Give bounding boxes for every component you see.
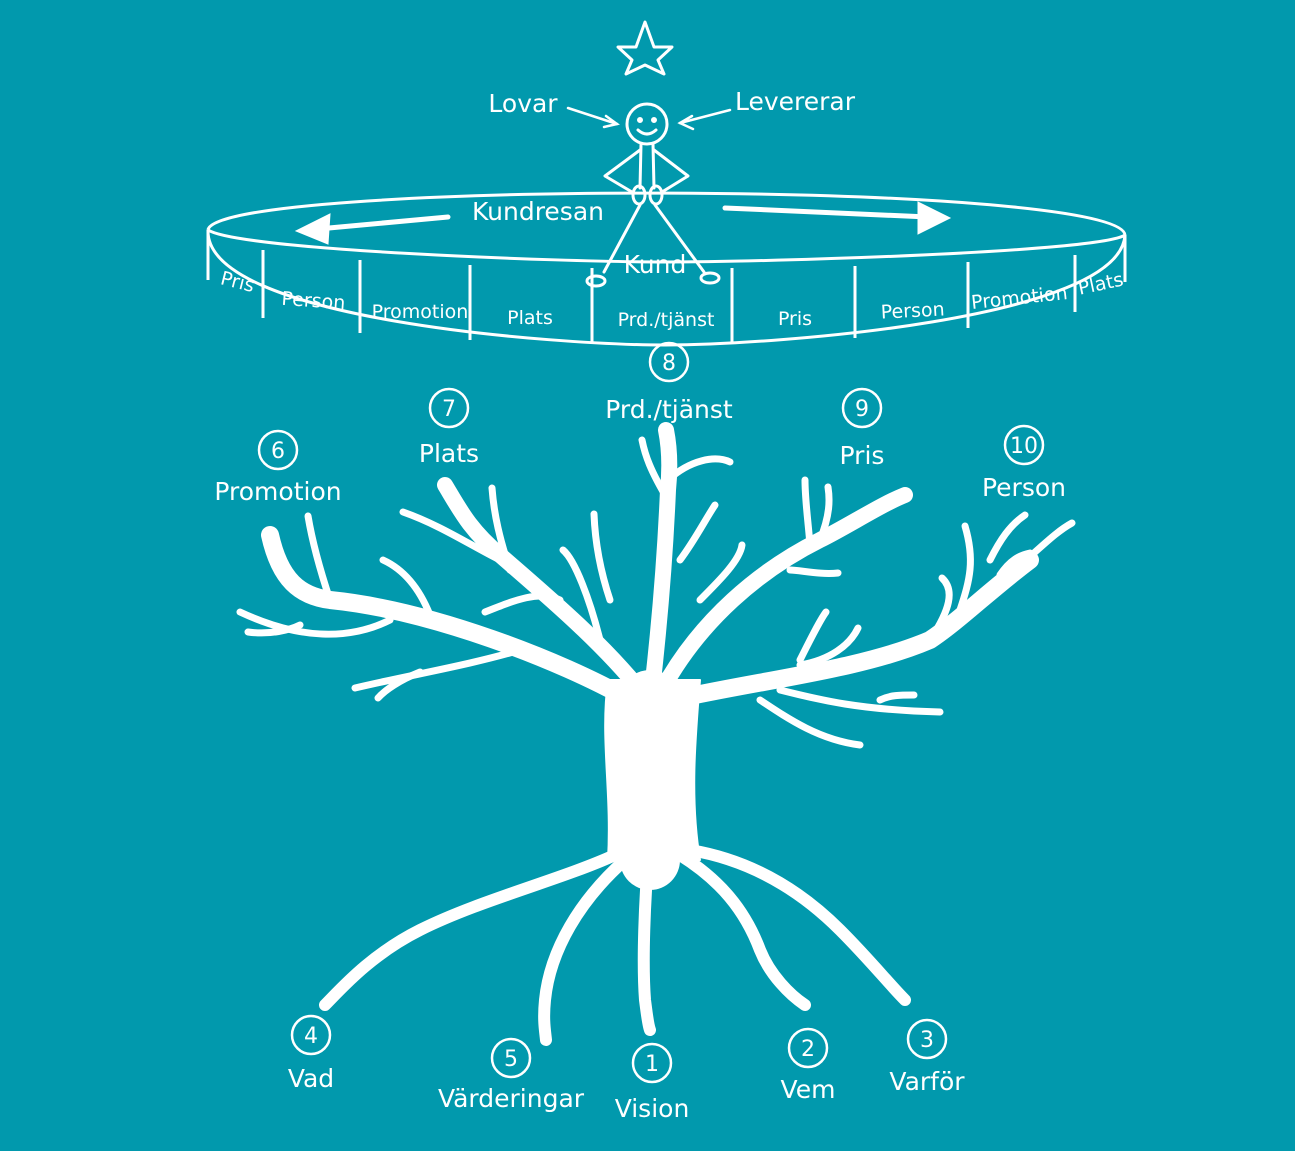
tree-illustration <box>236 422 1076 1046</box>
arrow-left-icon <box>294 213 331 245</box>
label-text: Vision <box>615 1094 690 1123</box>
number-circle <box>906 1018 948 1060</box>
number-circle <box>648 341 690 383</box>
number-circle <box>490 1037 532 1079</box>
ring-segment-label: Person <box>281 288 346 314</box>
star-icon <box>616 20 674 76</box>
number-text: 1 <box>645 1052 659 1077</box>
number-circle <box>257 429 299 471</box>
label-text: Vem <box>781 1075 836 1104</box>
journey-ring <box>206 191 1127 347</box>
ring-segment-label: Pris <box>218 267 256 297</box>
number-text: 2 <box>801 1037 815 1062</box>
number-circle <box>787 1027 829 1069</box>
ring-segment-label: Pris <box>778 308 812 330</box>
number-circle <box>290 1014 332 1056</box>
number-text: 3 <box>920 1028 934 1053</box>
ring-segment-label: Promotion <box>970 282 1068 314</box>
ring-segment-label: Plats <box>507 307 553 329</box>
label-text: Promotion <box>214 477 341 506</box>
number-text: 5 <box>504 1047 518 1072</box>
label-text: Värderingar <box>438 1084 585 1113</box>
ring-title: Kundresan <box>472 197 604 226</box>
ring-segment-label: Plats <box>1076 269 1125 300</box>
ring-segment-label: Person <box>880 298 945 323</box>
number-text: 10 <box>1010 434 1038 459</box>
stick-figure-icon <box>585 102 721 288</box>
ring-segment-label: Prd./tjänst <box>618 309 715 331</box>
delivers-label: Levererar <box>735 87 856 116</box>
label-text: Plats <box>419 439 479 468</box>
label-text: Pris <box>840 441 885 470</box>
label-text: Vad <box>288 1064 334 1093</box>
ring-segment-label: Promotion <box>372 301 469 323</box>
customer-label: Kund <box>624 250 687 279</box>
number-text: 4 <box>304 1024 318 1049</box>
promises-label: Lovar <box>488 89 558 118</box>
arrow-right-icon <box>917 201 952 235</box>
number-circle <box>1003 424 1045 466</box>
number-text: 7 <box>442 397 456 422</box>
number-text: 6 <box>271 439 285 464</box>
number-circle <box>428 387 470 429</box>
number-text: 9 <box>855 397 869 422</box>
figure-arrows <box>566 106 732 131</box>
ring-arrows <box>294 201 952 245</box>
number-circle <box>841 387 883 429</box>
number-text: 8 <box>662 351 676 376</box>
label-text: Person <box>982 473 1066 502</box>
label-text: Prd./tjänst <box>605 395 733 424</box>
number-circle <box>631 1042 673 1084</box>
label-text: Varför <box>889 1067 965 1096</box>
